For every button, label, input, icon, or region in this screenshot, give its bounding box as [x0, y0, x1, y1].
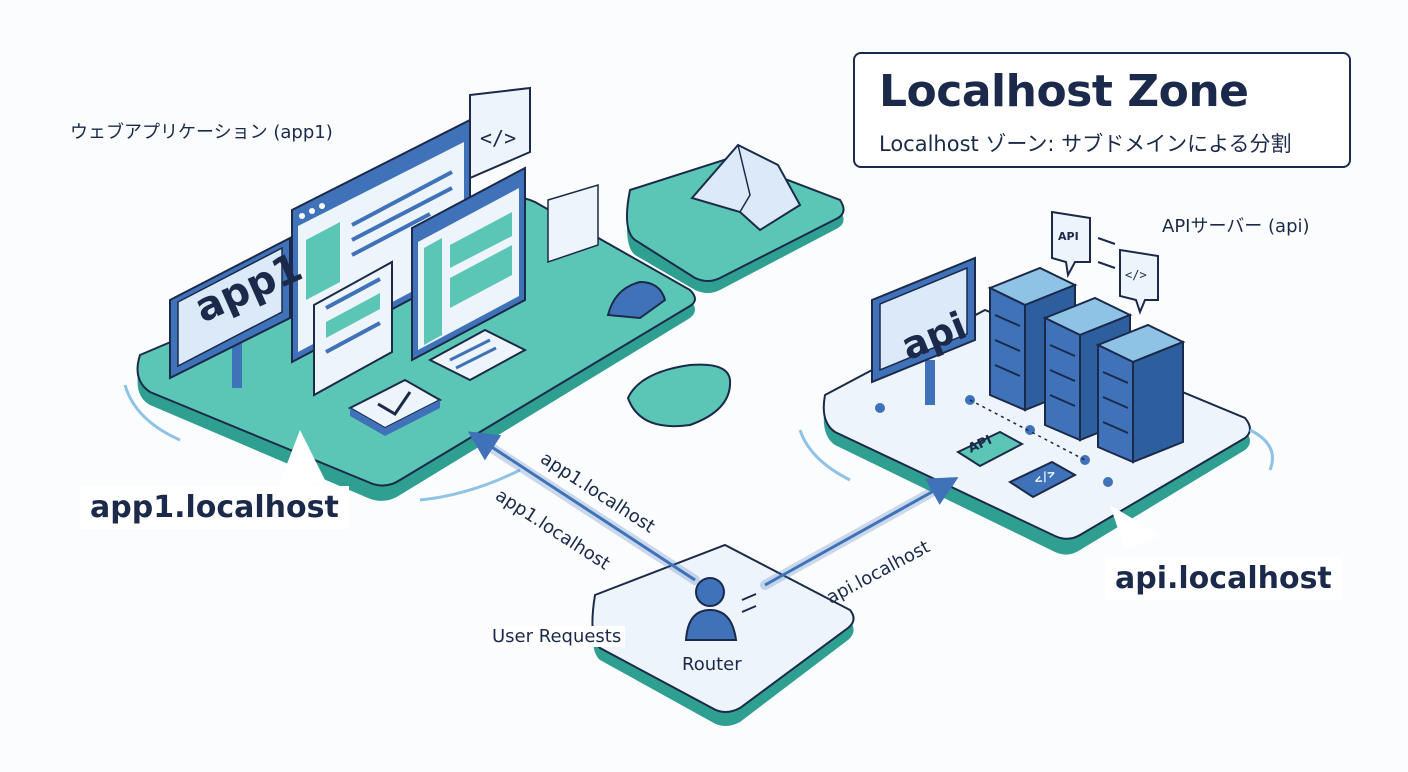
- code-tag-icon: </>: [480, 126, 516, 150]
- title-box: Localhost Zone Localhost ゾーン: サブドメインによる分…: [853, 52, 1351, 168]
- app1-signboard: [169, 236, 291, 388]
- code-bubble-label: </>: [1125, 268, 1147, 282]
- arrow-to-app1: [467, 431, 700, 585]
- app1-callout-pointer: [275, 430, 325, 495]
- api-signboard: [871, 256, 976, 405]
- api-bubble-label: API: [1058, 230, 1079, 243]
- svg-text:</>: </>: [480, 126, 516, 150]
- api-connectors: [875, 395, 1113, 487]
- user-requests-label: User Requests: [488, 626, 626, 647]
- api-caption: APIサーバー (api): [1162, 216, 1310, 237]
- api-exchange-bubbles: [1051, 210, 1159, 315]
- arrow-to-api: [760, 477, 959, 590]
- app1-browser-windows: [291, 86, 667, 436]
- app1-caption: ウェブアプリケーション (app1): [70, 122, 333, 143]
- user-icon: [684, 577, 738, 641]
- router-label: Router: [682, 654, 742, 675]
- code-chip: [1007, 460, 1078, 499]
- route-swap-icon: [741, 593, 757, 613]
- app1-host-label: app1.localhost: [80, 486, 349, 529]
- mountain-island: [625, 143, 845, 293]
- api-chip: [955, 430, 1025, 468]
- page-subtitle: Localhost ゾーン: サブドメインによる分割: [879, 132, 1292, 156]
- page-title: Localhost Zone: [879, 66, 1249, 117]
- small-rock: [626, 363, 732, 428]
- server-racks: [987, 266, 1186, 464]
- api-host-label: api.localhost: [1105, 557, 1342, 600]
- api-callout-pointer: [1110, 505, 1160, 550]
